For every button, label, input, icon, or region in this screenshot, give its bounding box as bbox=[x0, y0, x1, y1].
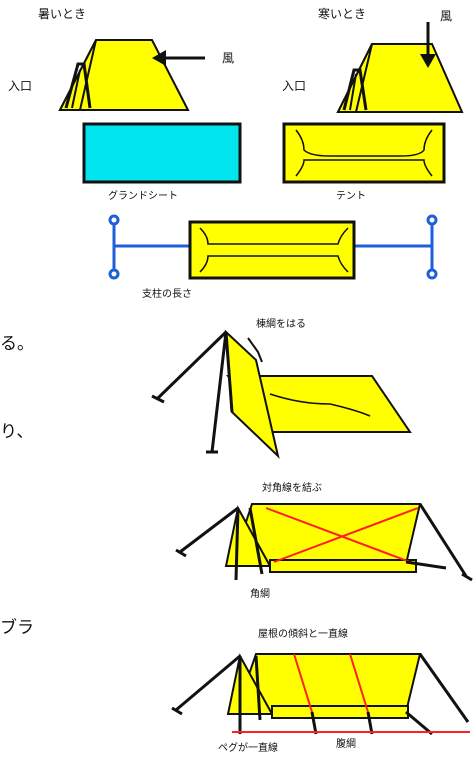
wind-arrow-left bbox=[152, 50, 205, 66]
label-hot-time: 暑いとき bbox=[38, 7, 87, 21]
label-belly-rope: 腹綱 bbox=[336, 739, 356, 750]
label-pegs-line: ペグが一直線 bbox=[218, 743, 278, 754]
wind-arrow-down bbox=[420, 22, 436, 68]
label-entrance-right: 入口 bbox=[282, 79, 307, 93]
label-wind-left: 風 bbox=[222, 51, 235, 65]
label-wind-right: 風 bbox=[440, 9, 453, 23]
label-diagonal: 対角線を結ぶ bbox=[262, 483, 322, 494]
tent-cold-time bbox=[336, 43, 464, 113]
roof-slope-tent bbox=[171, 653, 470, 736]
label-entrance-left: 入口 bbox=[8, 79, 33, 93]
tent-top-view bbox=[282, 122, 446, 184]
groundsheet-shape bbox=[82, 122, 242, 184]
ridge-rope-tent bbox=[151, 329, 412, 460]
side-text-3: ブラ bbox=[0, 618, 34, 638]
label-groundsheet: グランドシート bbox=[108, 191, 178, 202]
label-corner-rope: 角綱 bbox=[250, 589, 270, 600]
label-cold-time: 寒いとき bbox=[318, 7, 367, 21]
side-text-1: る。 bbox=[0, 334, 34, 354]
label-ridge-rope: 棟綱をはる bbox=[256, 319, 306, 330]
diagonal-tent bbox=[175, 503, 473, 582]
label-tent: テント bbox=[336, 191, 366, 202]
label-pole-length: 支柱の長さ bbox=[142, 289, 192, 300]
label-roof-slope: 屋根の傾斜と一直線 bbox=[258, 629, 348, 640]
tent-hot-time bbox=[58, 39, 190, 111]
pole-length-diagram bbox=[108, 214, 438, 280]
side-text-2: り、 bbox=[0, 422, 34, 442]
